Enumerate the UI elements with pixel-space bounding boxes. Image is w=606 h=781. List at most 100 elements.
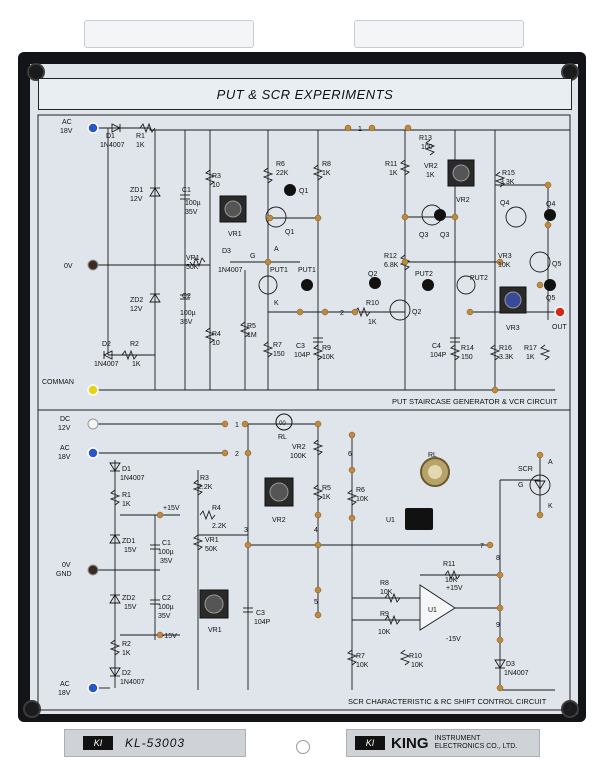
lbl-q4-pin: Q4 <box>546 201 555 208</box>
lbl-vr2-knob: VR2 <box>456 197 470 204</box>
terminal-jacks <box>87 122 566 694</box>
lbl-r2b: 1K <box>132 361 141 368</box>
jack-out[interactable] <box>554 306 566 318</box>
jack-0v-gnd[interactable] <box>87 564 99 576</box>
top-caption: PUT STAIRCASE GENERATOR & VCR CIRCUIT <box>392 397 558 406</box>
carrier-tab-right <box>354 20 524 48</box>
mount-hole <box>296 740 310 754</box>
bottom-labels: DC 12V AC 18V 0V GND AC 18V D1 1N4007 R1… <box>56 416 553 706</box>
lbl-r7b: 150 <box>273 351 285 358</box>
potentiometer-vr1-top[interactable] <box>219 195 247 223</box>
lbl-amp-minus15: -15V <box>446 636 461 643</box>
lbl-put1: PUT1 <box>270 267 288 274</box>
lbl-d2a: D2 <box>102 341 111 348</box>
jack-ac18v-mid[interactable] <box>87 447 99 459</box>
lbl-r14a: R14 <box>461 345 474 352</box>
lbl-bc2a: C2 <box>162 595 171 602</box>
bottom-traces <box>96 423 555 691</box>
lbl-c3a: C3 <box>296 343 305 350</box>
bottom-passives <box>109 462 551 677</box>
lbl-br4b: 2.2K <box>212 523 227 530</box>
circuit-board <box>30 64 578 714</box>
lbl-c4a: C4 <box>432 343 441 350</box>
brand-line-2: ELECTRONICS CO., LTD. <box>434 743 518 750</box>
bottom-section-border <box>37 409 571 711</box>
lbl-bn7: 7 <box>480 543 484 550</box>
lbl-bvr2b: 100K <box>290 453 307 460</box>
lbl-br4a: R4 <box>212 505 221 512</box>
lbl-vr2a: VR2 <box>424 163 438 170</box>
bottom-caption: SCR CHARACTERISTIC & RC SHIFT CONTROL CI… <box>348 697 547 706</box>
lbl-bzd1b: 15V <box>124 547 137 554</box>
lbl-vr1-knob: VR1 <box>228 231 242 238</box>
lbl-br2b: 1K <box>122 650 131 657</box>
jack-ac18v-top[interactable] <box>87 122 99 134</box>
lbl-bvr1-knob: VR1 <box>208 627 222 634</box>
lbl-br2a: R2 <box>122 641 131 648</box>
lbl-bvr2a: VR2 <box>292 444 306 451</box>
lbl-b-acb2: 18V <box>58 690 71 697</box>
potentiometer-vr1-bottom[interactable] <box>199 589 229 619</box>
potentiometer-vr3-top[interactable] <box>499 286 527 314</box>
jack-ac18v-bottom[interactable] <box>87 682 99 694</box>
lbl-br6a: R6 <box>356 487 365 494</box>
lbl-q4: Q4 <box>500 200 509 207</box>
lbl-r16b: 3.3K <box>499 354 514 361</box>
lbl-node2: 2 <box>340 310 344 317</box>
lbl-lamp-text: 00 <box>279 421 286 427</box>
potentiometer-vr2-top[interactable] <box>447 159 475 187</box>
kit-logo-icon: KI <box>355 736 385 750</box>
jack-0v-top[interactable] <box>87 259 99 271</box>
lbl-vr1a: VR1 <box>186 255 200 262</box>
lbl-br3b: 2.2K <box>198 484 213 491</box>
lbl-r14b: 150 <box>461 354 473 361</box>
lbl-bc2b: 100µ <box>158 604 174 611</box>
ic-u1-chip <box>405 508 433 530</box>
lbl-br1b: 1K <box>122 501 131 508</box>
lbl-bvr1a: VR1 <box>205 537 219 544</box>
lbl-q1-pin: Q1 <box>299 188 308 195</box>
lbl-zd2a: ZD2 <box>130 297 143 304</box>
lbl-vr2b: 1K <box>426 172 435 179</box>
lbl-bd1a: D1 <box>122 466 131 473</box>
lbl-bc1c: 35V <box>160 558 173 565</box>
lbl-br5a: R5 <box>322 485 331 492</box>
lbl-zd1b: 12V <box>130 196 143 203</box>
brand-name: KING <box>391 734 429 752</box>
lbl-r6b: 22K <box>276 170 289 177</box>
lbl-vr3b: 10K <box>498 262 511 269</box>
lbl-q3-pin: Q3 <box>440 232 449 239</box>
lbl-d2b: 1N4007 <box>94 361 119 368</box>
lbl-bd3a: D3 <box>506 661 515 668</box>
lbl-t-comman: COMMAN <box>42 379 74 386</box>
model-number: KL-53003 <box>125 736 186 750</box>
top-labels: AC 18V 0V COMMAN OUT D1 1N4007 R1 1K ZD1… <box>42 119 568 406</box>
lbl-bn9: 9 <box>496 622 500 629</box>
lbl-br5b: 1K <box>322 494 331 501</box>
jack-dc12v[interactable] <box>87 418 99 430</box>
lbl-bn4: 4 <box>314 527 318 534</box>
lbl-r2a: R2 <box>130 341 139 348</box>
lbl-b-ac2: 18V <box>58 454 71 461</box>
jack-comman[interactable] <box>87 384 99 396</box>
potentiometer-vr2-bottom[interactable] <box>264 477 294 507</box>
lbl-bn2: 2 <box>235 451 239 458</box>
lbl-b-ac1: AC <box>60 445 70 452</box>
lbl-r15b: 3.3K <box>500 179 515 186</box>
lbl-b-0v2: GND <box>56 571 72 578</box>
lbl-bd1b: 1N4007 <box>120 475 145 482</box>
lbl-bc2c: 35V <box>158 613 171 620</box>
lbl-r9b: 10K <box>322 354 335 361</box>
lbl-bn8: 8 <box>496 555 500 562</box>
lbl-bd2a: D2 <box>122 670 131 677</box>
lbl-q3: Q3 <box>419 232 428 239</box>
lbl-r17b: 1K <box>526 354 535 361</box>
lbl-vr3-knob: VR3 <box>506 325 520 332</box>
lbl-br6b: 10K <box>356 496 369 503</box>
lbl-b-pin-g: G <box>518 482 523 489</box>
lbl-bn5: 5 <box>314 599 318 606</box>
lbl-bc1b: 100µ <box>158 549 174 556</box>
lbl-bzd2b: 15V <box>124 604 137 611</box>
lbl-r5b: 1M <box>247 332 257 339</box>
